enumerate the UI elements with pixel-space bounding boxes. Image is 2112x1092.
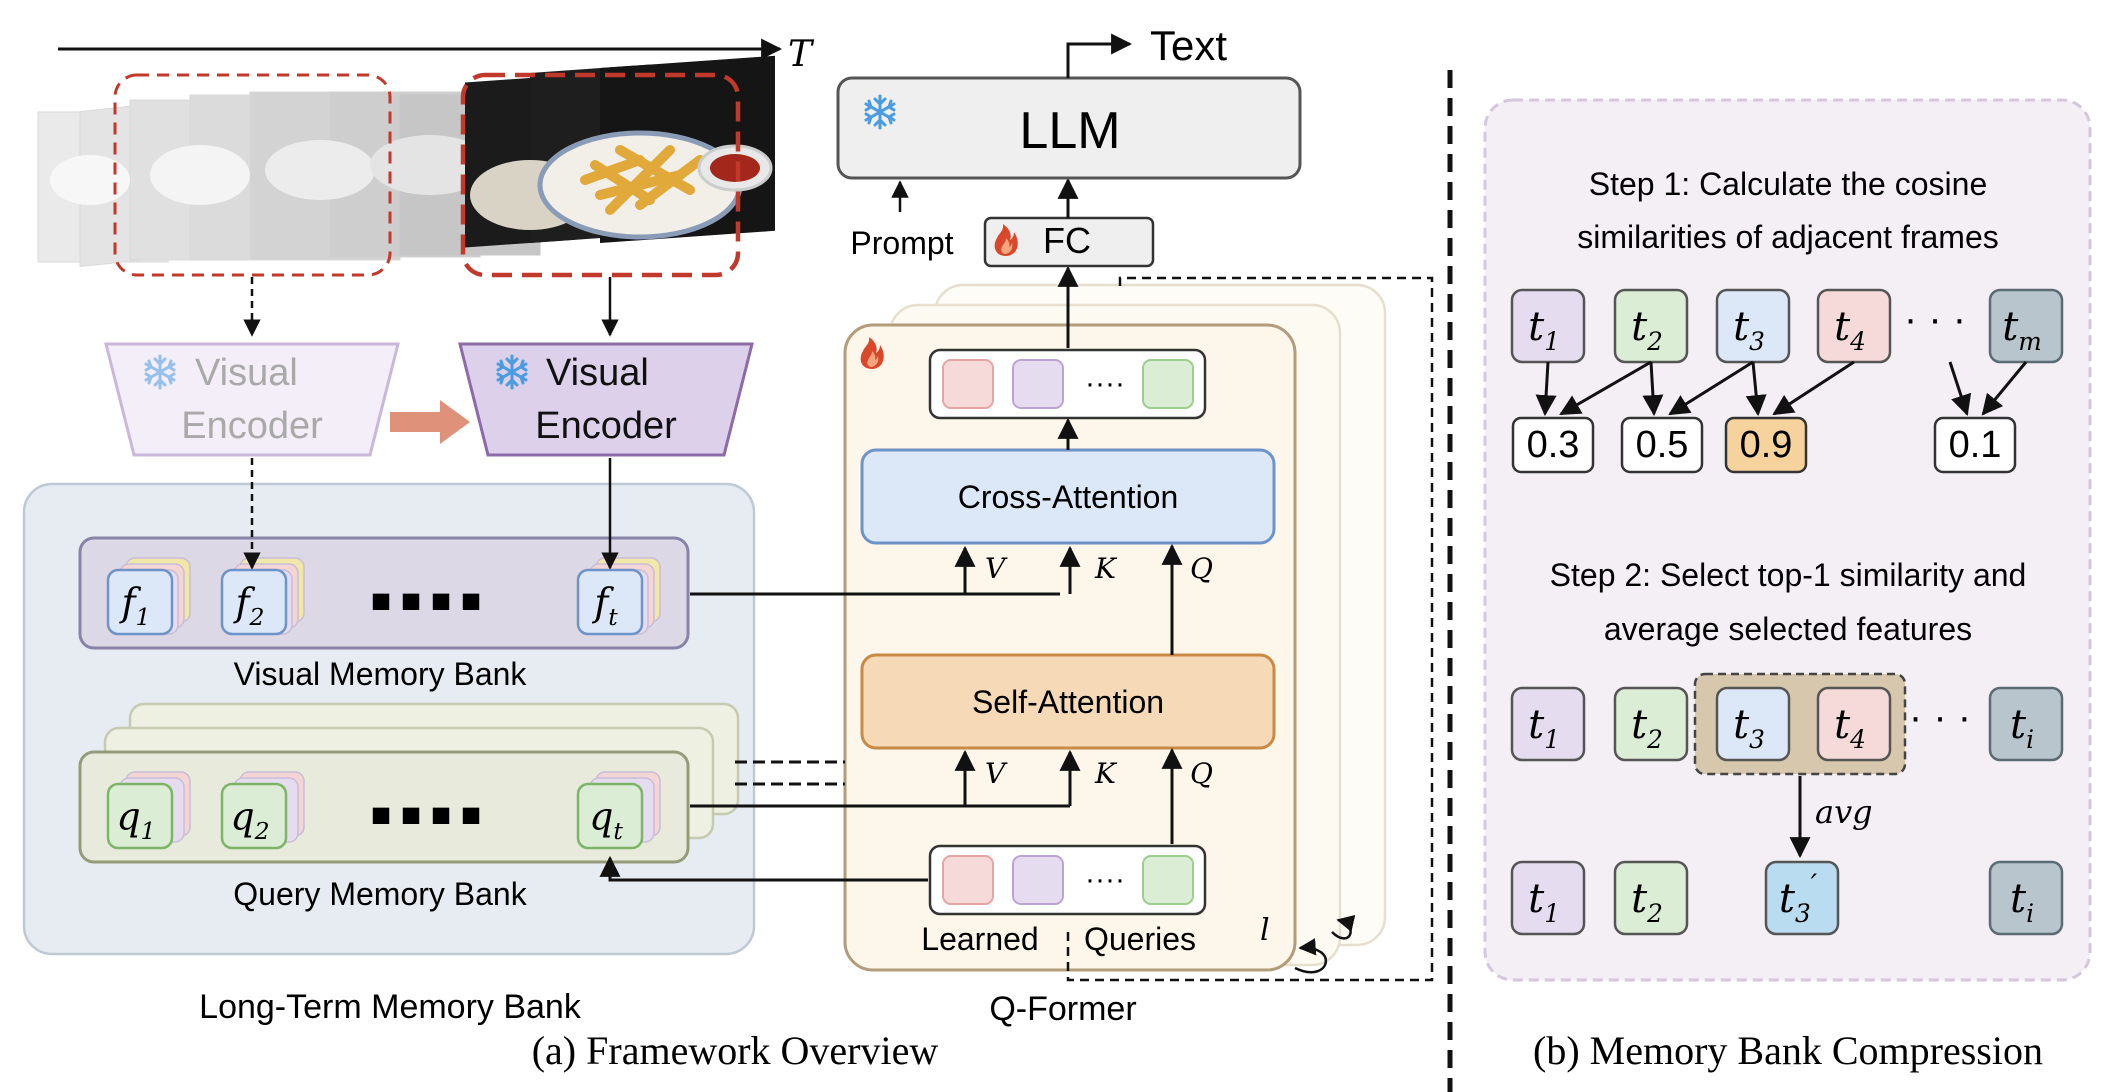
compression-tokens: t1 t2 t3 t4 tm · · · 0.3 0.5 0.9 0.1 t1 t2 t3 t4 ti · ·… [1510, 288, 2064, 936]
similarity-score: 0.3 [1511, 416, 1595, 474]
self-attention-block [860, 653, 1276, 750]
output-text-label: Text [1150, 22, 1227, 69]
svg-text:t1: t1 [1528, 702, 1560, 754]
caption-b: (b) Memory Bank Compression [1533, 1028, 2043, 1073]
time-axis-label: T [788, 34, 815, 75]
query-token-2: q2 [220, 782, 288, 850]
svg-text:Q: Q [1190, 552, 1213, 585]
svg-text:t4: t4 [1834, 702, 1866, 754]
svg-text:Encoder: Encoder [535, 405, 677, 447]
step3-token-3: t3′ [1764, 860, 1840, 936]
caption-a: (a) Framework Overview [532, 1028, 939, 1073]
svg-text:Encoder: Encoder [181, 405, 323, 447]
svg-text:LLM: LLM [1019, 102, 1120, 160]
step1-token-3: t3 [1715, 288, 1791, 364]
step1-token-1: t1 [1510, 288, 1586, 364]
arrow-orange [390, 400, 470, 444]
svg-text:Queries: Queries [1084, 921, 1196, 957]
q-former: ···· Cross-Attention Self-Attention ····… [843, 265, 1387, 1028]
prompt-label: Prompt [850, 225, 953, 261]
svg-text:FC: FC [1043, 220, 1091, 261]
visual-memory-bank-label: Visual Memory Bank [234, 656, 528, 692]
avg-label: avg [1815, 793, 1873, 831]
similarity-score: 0.5 [1620, 416, 1704, 474]
step3-token-1: t1 [1510, 860, 1586, 936]
step1-token-m: tm [1988, 288, 2064, 364]
query-token-t: qt [576, 782, 644, 850]
svg-text:K: K [1094, 757, 1118, 790]
query-memory-bank-label: Query Memory Bank [233, 876, 527, 912]
svg-text:Learned: Learned [921, 921, 1038, 957]
svg-text:Visual: Visual [195, 352, 298, 394]
fc-block: FC [983, 216, 1155, 268]
svg-text:l: l [1260, 913, 1270, 948]
step2-token-i: ti [1988, 686, 2064, 762]
step2-token-3: t3 [1715, 686, 1791, 762]
query-memory-tokens: q1 q2 qt [106, 771, 661, 850]
svg-text:0.9: 0.9 [1740, 424, 1793, 466]
svg-text:Q: Q [1190, 757, 1213, 790]
svg-text:V: V [985, 552, 1008, 585]
query-token-1: q1 [106, 782, 174, 850]
q-former-label: Q-Former [989, 990, 1136, 1028]
svg-text:■ ■ ■ ■: ■ ■ ■ ■ [371, 582, 481, 620]
ellipsis: · · · [1904, 297, 1966, 341]
svg-text:Step 1: Calculate the cosine: Step 1: Calculate the cosine [1589, 166, 1987, 202]
visual-token-t: ft [576, 568, 644, 636]
svg-text:0.5: 0.5 [1636, 424, 1689, 466]
memory-bank-compression-panel: Step 1: Calculate the cosine similaritie… [1483, 98, 2092, 982]
step2-token-4: t4 [1816, 686, 1892, 762]
svg-text:0.1: 0.1 [1949, 424, 2002, 466]
svg-text:0.3: 0.3 [1527, 424, 1580, 466]
step2-token-2: t2 [1613, 686, 1689, 762]
svg-text:Visual: Visual [546, 352, 649, 394]
llm-block: LLM [836, 76, 1302, 180]
svg-text:Cross-Attention: Cross-Attention [958, 479, 1179, 515]
step3-token-2: t2 [1613, 860, 1689, 936]
svg-text:t3: t3 [1733, 702, 1765, 754]
visual-token-2: f2 [220, 568, 288, 636]
ellipsis: · · · [1909, 695, 1971, 739]
similarity-score: 0.1 [1933, 416, 2017, 474]
svg-text:····: ···· [1085, 863, 1125, 896]
svg-text:■ ■ ■ ■: ■ ■ ■ ■ [371, 796, 481, 834]
visual-encoder: Visual Encoder [458, 342, 754, 457]
step2-token-1: t1 [1510, 686, 1586, 762]
svg-text:V: V [985, 757, 1008, 790]
svg-text:similarities of adjacent frame: similarities of adjacent frames [1577, 219, 1998, 255]
svg-text:q1: q1 [116, 794, 155, 845]
svg-text:Step 2: Select top-1 similarit: Step 2: Select top-1 similarity and [1550, 557, 2027, 593]
step1-token-2: t2 [1613, 288, 1689, 364]
video-frames [37, 55, 775, 278]
step3-token-i: ti [1988, 860, 2064, 936]
svg-text:····: ···· [1085, 367, 1125, 400]
similarity-score: 0.9 [1724, 416, 1808, 474]
visual-memory-tokens: f1 f2 ft [106, 557, 661, 636]
step1-token-4: t4 [1816, 288, 1892, 364]
svg-text:K: K [1094, 552, 1118, 585]
svg-text:Long-Term Memory Bank: Long-Term Memory Bank [199, 988, 582, 1026]
visual-encoder-frozen: Visual Encoder [104, 342, 400, 457]
svg-text:average selected features: average selected features [1604, 611, 1972, 647]
timeline: T [58, 34, 815, 75]
visual-token-1: f1 [106, 568, 174, 636]
svg-text:Self-Attention: Self-Attention [972, 684, 1164, 720]
